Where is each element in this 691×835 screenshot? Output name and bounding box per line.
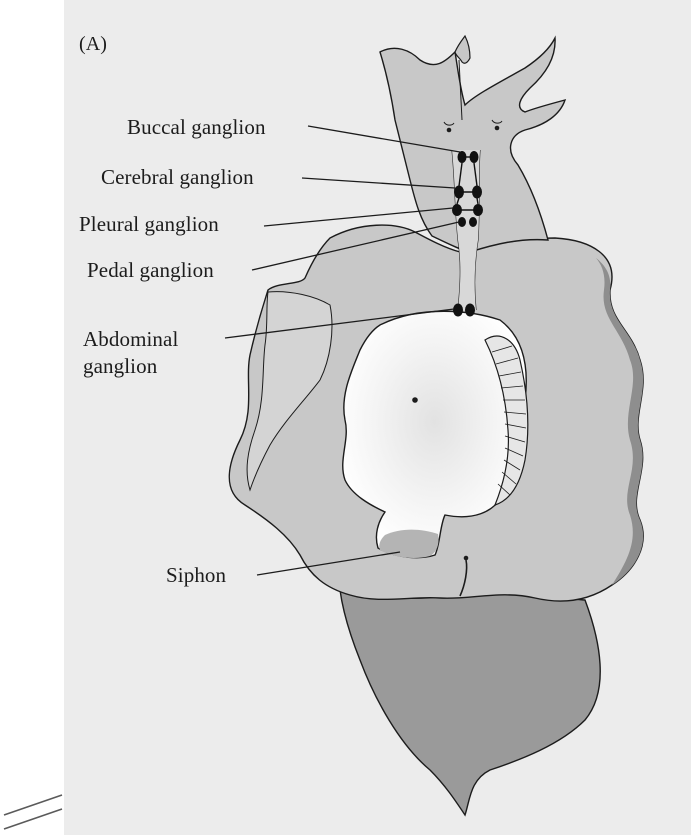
label-buccal-ganglion: Buccal ganglion	[127, 115, 266, 139]
mantle-dot	[412, 397, 418, 403]
corner-marks	[4, 795, 62, 829]
label-abdominal-ganglion-line1: Abdominal	[83, 327, 178, 351]
label-pedal-ganglion: Pedal ganglion	[87, 258, 214, 282]
abdominal-ganglion-right	[465, 304, 475, 317]
eye-right	[495, 126, 500, 131]
abdominal-ganglion-left	[453, 304, 463, 317]
eye-left	[447, 128, 452, 133]
tail-foot	[340, 590, 600, 815]
pedal-ganglion-left	[458, 217, 466, 227]
label-pleural-ganglion: Pleural ganglion	[79, 212, 219, 236]
panel-letter: (A)	[79, 32, 107, 56]
pedal-ganglion-right	[469, 217, 477, 227]
label-abdominal-ganglion-line2: ganglion	[83, 354, 157, 378]
rhinophore	[455, 36, 470, 63]
label-siphon: Siphon	[166, 563, 226, 587]
label-cerebral-ganglion: Cerebral ganglion	[101, 165, 254, 189]
tail-notch-dot	[464, 556, 469, 561]
